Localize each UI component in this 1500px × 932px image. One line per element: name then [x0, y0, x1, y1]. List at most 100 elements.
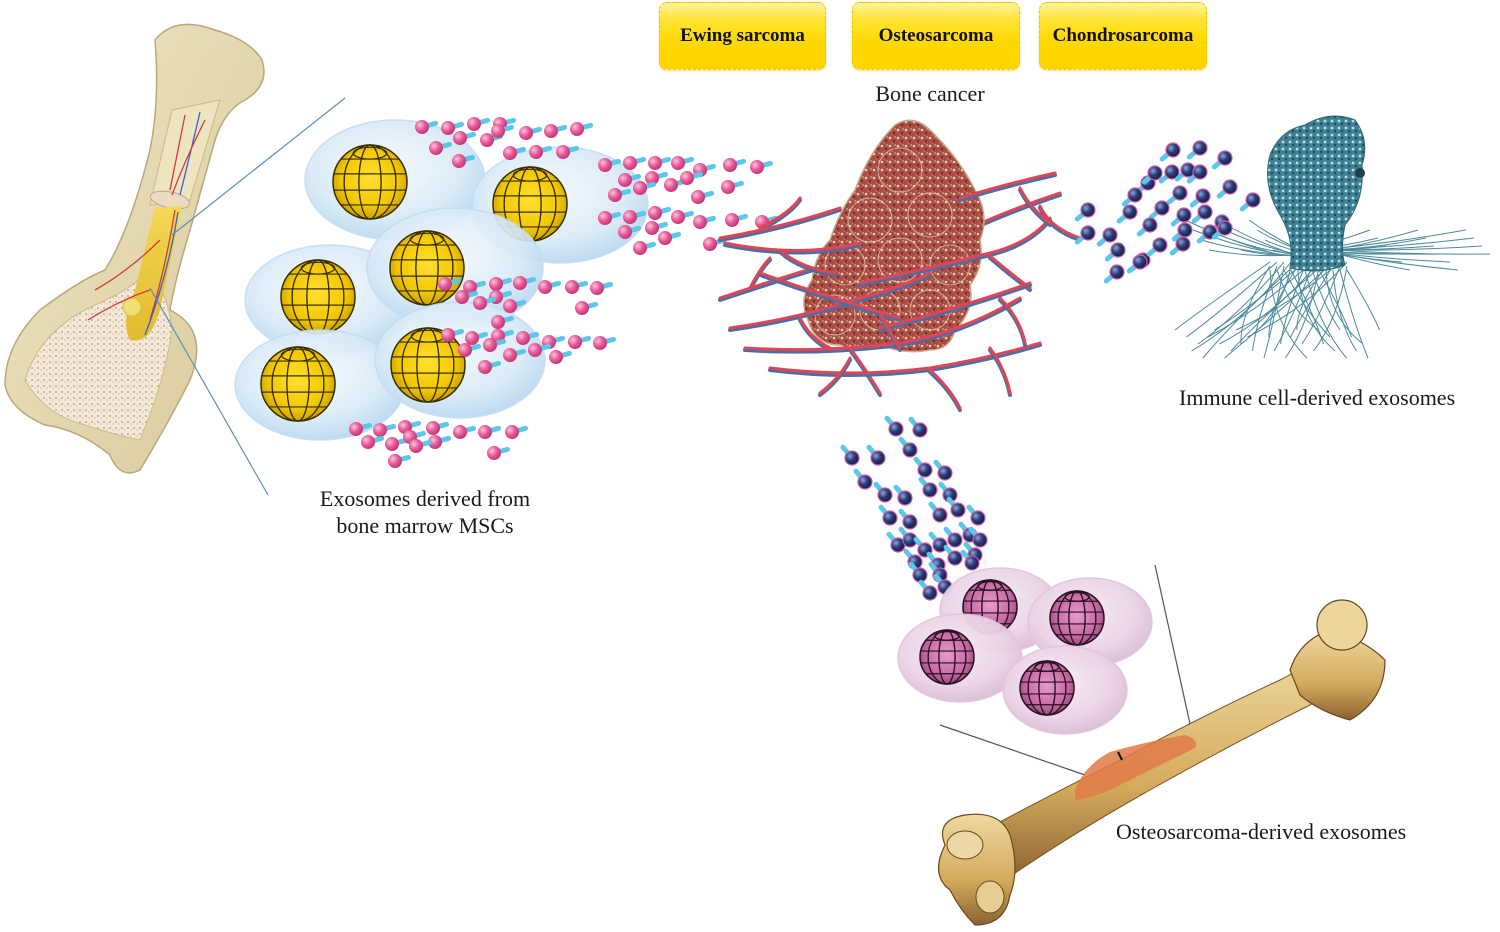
- tumor-lobes: [814, 147, 971, 336]
- cargo-particle: [968, 526, 988, 548]
- cargo-particle: [455, 290, 479, 304]
- femur-head: [1316, 599, 1368, 651]
- cargo-particle: [928, 501, 948, 523]
- cargo-particle: [1166, 185, 1188, 205]
- cargo-particle: [671, 210, 695, 224]
- cargo-particle: [671, 156, 695, 170]
- blood-vessels: [87, 111, 206, 336]
- cargo-particle: [528, 343, 552, 357]
- cargo-particle: [1189, 188, 1211, 208]
- cargo-particle: [453, 425, 477, 439]
- cargo-particle: [463, 280, 487, 294]
- cargo-particle: [908, 416, 928, 438]
- cargo-particle: [725, 213, 749, 227]
- cargo-particle: [1211, 220, 1233, 240]
- cargo-particle: [1121, 187, 1143, 207]
- cargo-particle: [415, 120, 439, 134]
- cargo-particle: [1211, 150, 1233, 170]
- cell-filopodium: [1339, 269, 1369, 359]
- cargo-particle: [565, 280, 589, 294]
- cargo-particle: [898, 526, 918, 548]
- cargo-particle: [1141, 165, 1163, 185]
- cargo-particle: [1104, 242, 1126, 262]
- cancer-type-label: Ewing sarcoma: [680, 25, 805, 46]
- cargo-particle: [568, 335, 592, 349]
- cargo-particle: [491, 124, 515, 138]
- cargo-particle: [516, 331, 540, 345]
- cargo-particle: [943, 526, 963, 548]
- blood-vessel: [743, 296, 1022, 397]
- blood-vessel: [723, 241, 862, 277]
- cargo-particle: [1096, 227, 1118, 247]
- cargo-particle: [1158, 164, 1180, 184]
- cargo-particle: [908, 561, 928, 583]
- cargo-particle: [491, 315, 515, 329]
- left-bone-illustration: [4, 23, 346, 496]
- cargo-particle: [1169, 236, 1191, 256]
- immune-exosomes-caption: Immune cell-derived exosomes: [1179, 385, 1456, 410]
- zoom-line-lower-right: [939, 724, 1086, 776]
- cargo-particle: [853, 468, 873, 490]
- femur-condyle: [975, 880, 1005, 914]
- cargo-particle: [1191, 204, 1213, 224]
- cargo-particle: [503, 348, 527, 362]
- cell-filopodium: [1311, 269, 1341, 331]
- cargo-particle: [918, 579, 938, 601]
- cell-filopodium: [1329, 245, 1483, 251]
- cargo-particle: [645, 221, 669, 235]
- cell-filopodium: [1192, 229, 1285, 256]
- cargo-particle: [503, 146, 527, 160]
- exosome-core: [280, 259, 356, 335]
- cargo-particle: [966, 504, 986, 526]
- cell-filopodium: [1252, 265, 1278, 352]
- cargo-particle: [458, 343, 482, 357]
- cargo-particle: [519, 126, 543, 140]
- cargo-particle: [426, 421, 450, 435]
- lesion-pointer: [1117, 751, 1123, 761]
- cell-filopodium: [1257, 265, 1292, 331]
- blood-vessel: [718, 196, 842, 242]
- immune-cargo-particles: [1074, 140, 1261, 284]
- cell-filopodium: [1290, 265, 1334, 338]
- cargo-particle: [913, 456, 933, 478]
- cell-filopodium: [1297, 269, 1336, 352]
- blood-vessel: [818, 346, 1012, 397]
- cargo-particle: [1186, 164, 1208, 184]
- msc-caption-line-2: bone marrow MSCs: [336, 513, 514, 538]
- cell-filopodium: [1290, 269, 1324, 345]
- cell-filopodium: [1276, 269, 1319, 331]
- cargo-particle: [918, 476, 938, 498]
- cargo-particle: [544, 124, 568, 138]
- osteosarcoma-exosome-cluster: [897, 567, 1153, 735]
- cell-filopodium: [1174, 261, 1271, 331]
- cancer-type-chondrosarcoma: Chondrosarcoma: [1039, 2, 1207, 70]
- zoom-line-upper-right: [1154, 564, 1193, 734]
- cargo-particle: [575, 301, 599, 315]
- cell-filopodium: [1214, 261, 1306, 331]
- blood-vessel: [878, 281, 1032, 347]
- osteosarcoma-exosome: [1002, 645, 1128, 735]
- cargo-particle: [693, 215, 717, 229]
- femur-distal-end: [938, 813, 1016, 926]
- cargo-particle: [428, 435, 452, 449]
- cancer-type-label: Chondrosarcoma: [1052, 25, 1194, 46]
- cargo-particle: [878, 504, 898, 526]
- cargo-particle: [608, 188, 632, 202]
- cell-filopodium: [1346, 269, 1380, 331]
- cell-filopodium: [1235, 261, 1341, 331]
- msc-exosome: [374, 301, 546, 419]
- right-bone-illustration: [938, 564, 1386, 926]
- cell-filopodium: [1240, 265, 1271, 345]
- exosome-core: [389, 230, 465, 306]
- cargo-particle: [1116, 204, 1138, 224]
- cargo-particle: [1170, 207, 1192, 227]
- cargo-particle: [618, 225, 642, 239]
- zoom-line-lower: [149, 287, 269, 496]
- cargo-particle: [1148, 200, 1170, 220]
- msc-caption-line-1: Exosomes derived from: [319, 486, 531, 511]
- cargo-particle: [960, 549, 980, 571]
- cargo-particle: [556, 145, 580, 159]
- immune-cell-body: [1267, 115, 1366, 272]
- cargo-particle: [598, 158, 622, 172]
- femur-trochanter: [1289, 629, 1386, 721]
